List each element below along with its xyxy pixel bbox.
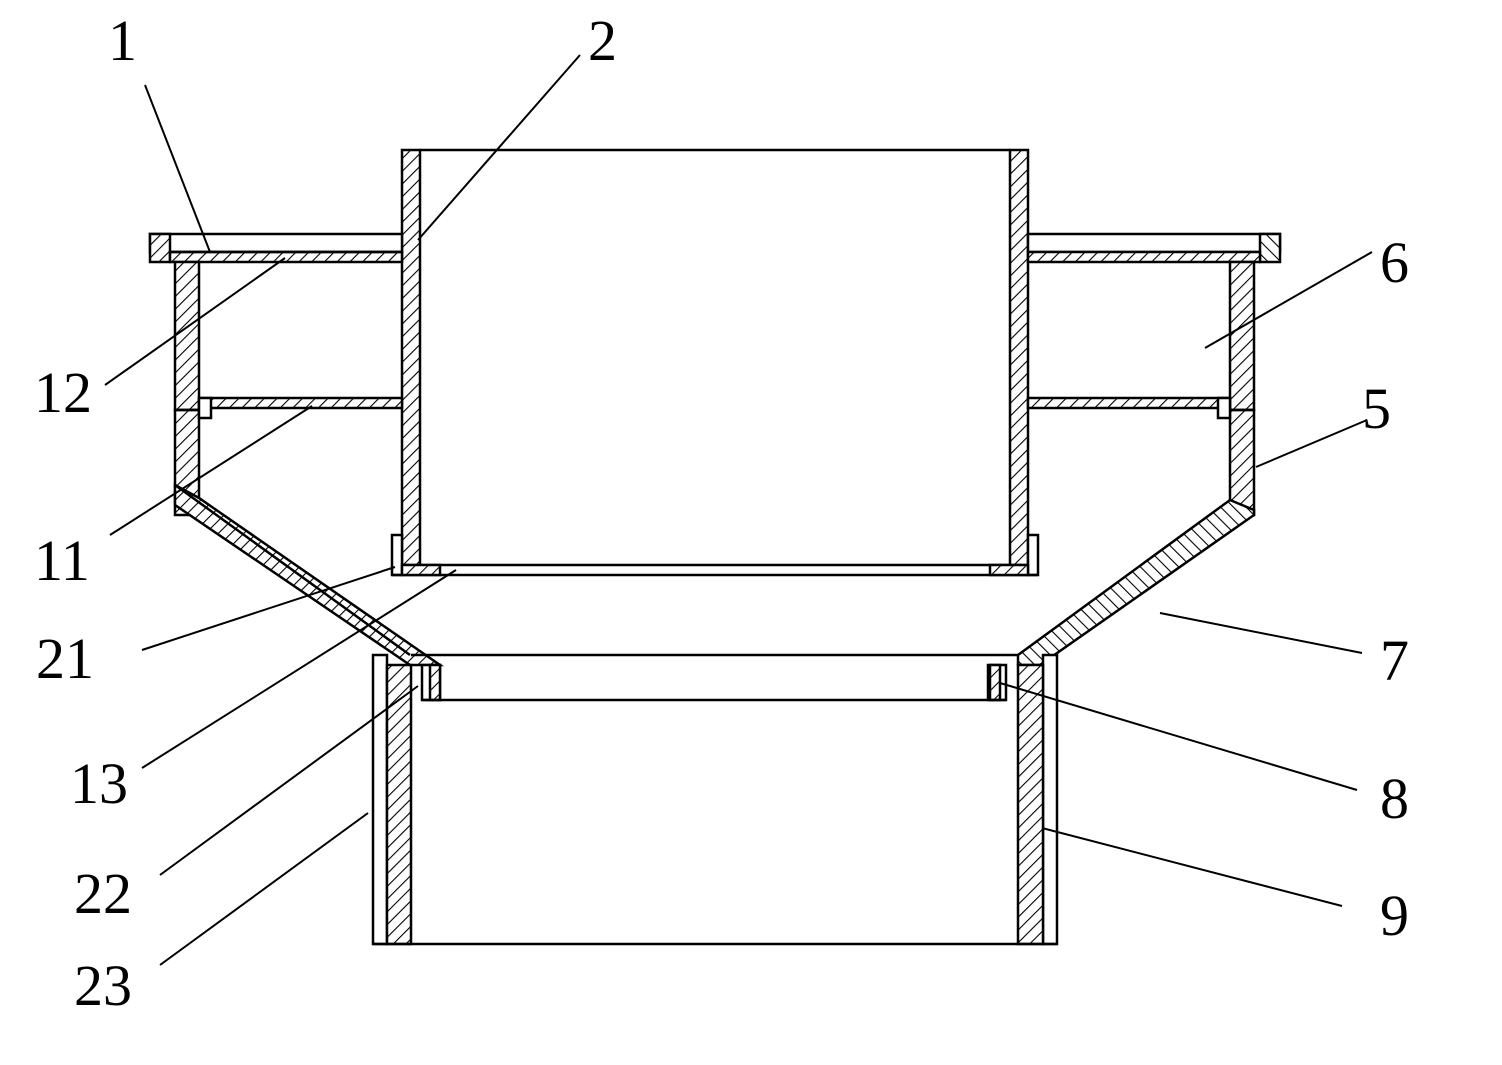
label-11: 11 (34, 528, 90, 593)
outer-housing-left (173, 260, 201, 517)
top-cover-left (148, 232, 404, 264)
label-1: 1 (108, 8, 137, 73)
inner-cylinder (390, 148, 1040, 577)
lower-cylinder (371, 653, 1059, 946)
label-7: 7 (1380, 628, 1409, 693)
middle-plate (197, 396, 1232, 420)
label-2: 2 (588, 8, 617, 73)
label-9: 9 (1380, 883, 1409, 948)
label-22: 22 (74, 861, 132, 926)
label-6: 6 (1380, 230, 1409, 295)
label-21: 21 (36, 626, 94, 691)
label-13: 13 (70, 751, 128, 816)
label-5: 5 (1362, 376, 1391, 441)
outer-housing-right (1228, 260, 1256, 517)
label-23: 23 (74, 953, 132, 1018)
label-8: 8 (1380, 766, 1409, 831)
label-12: 12 (34, 360, 92, 425)
funnel (173, 482, 1256, 667)
leader-lines (104, 54, 1373, 966)
top-cover-right (1026, 232, 1282, 264)
